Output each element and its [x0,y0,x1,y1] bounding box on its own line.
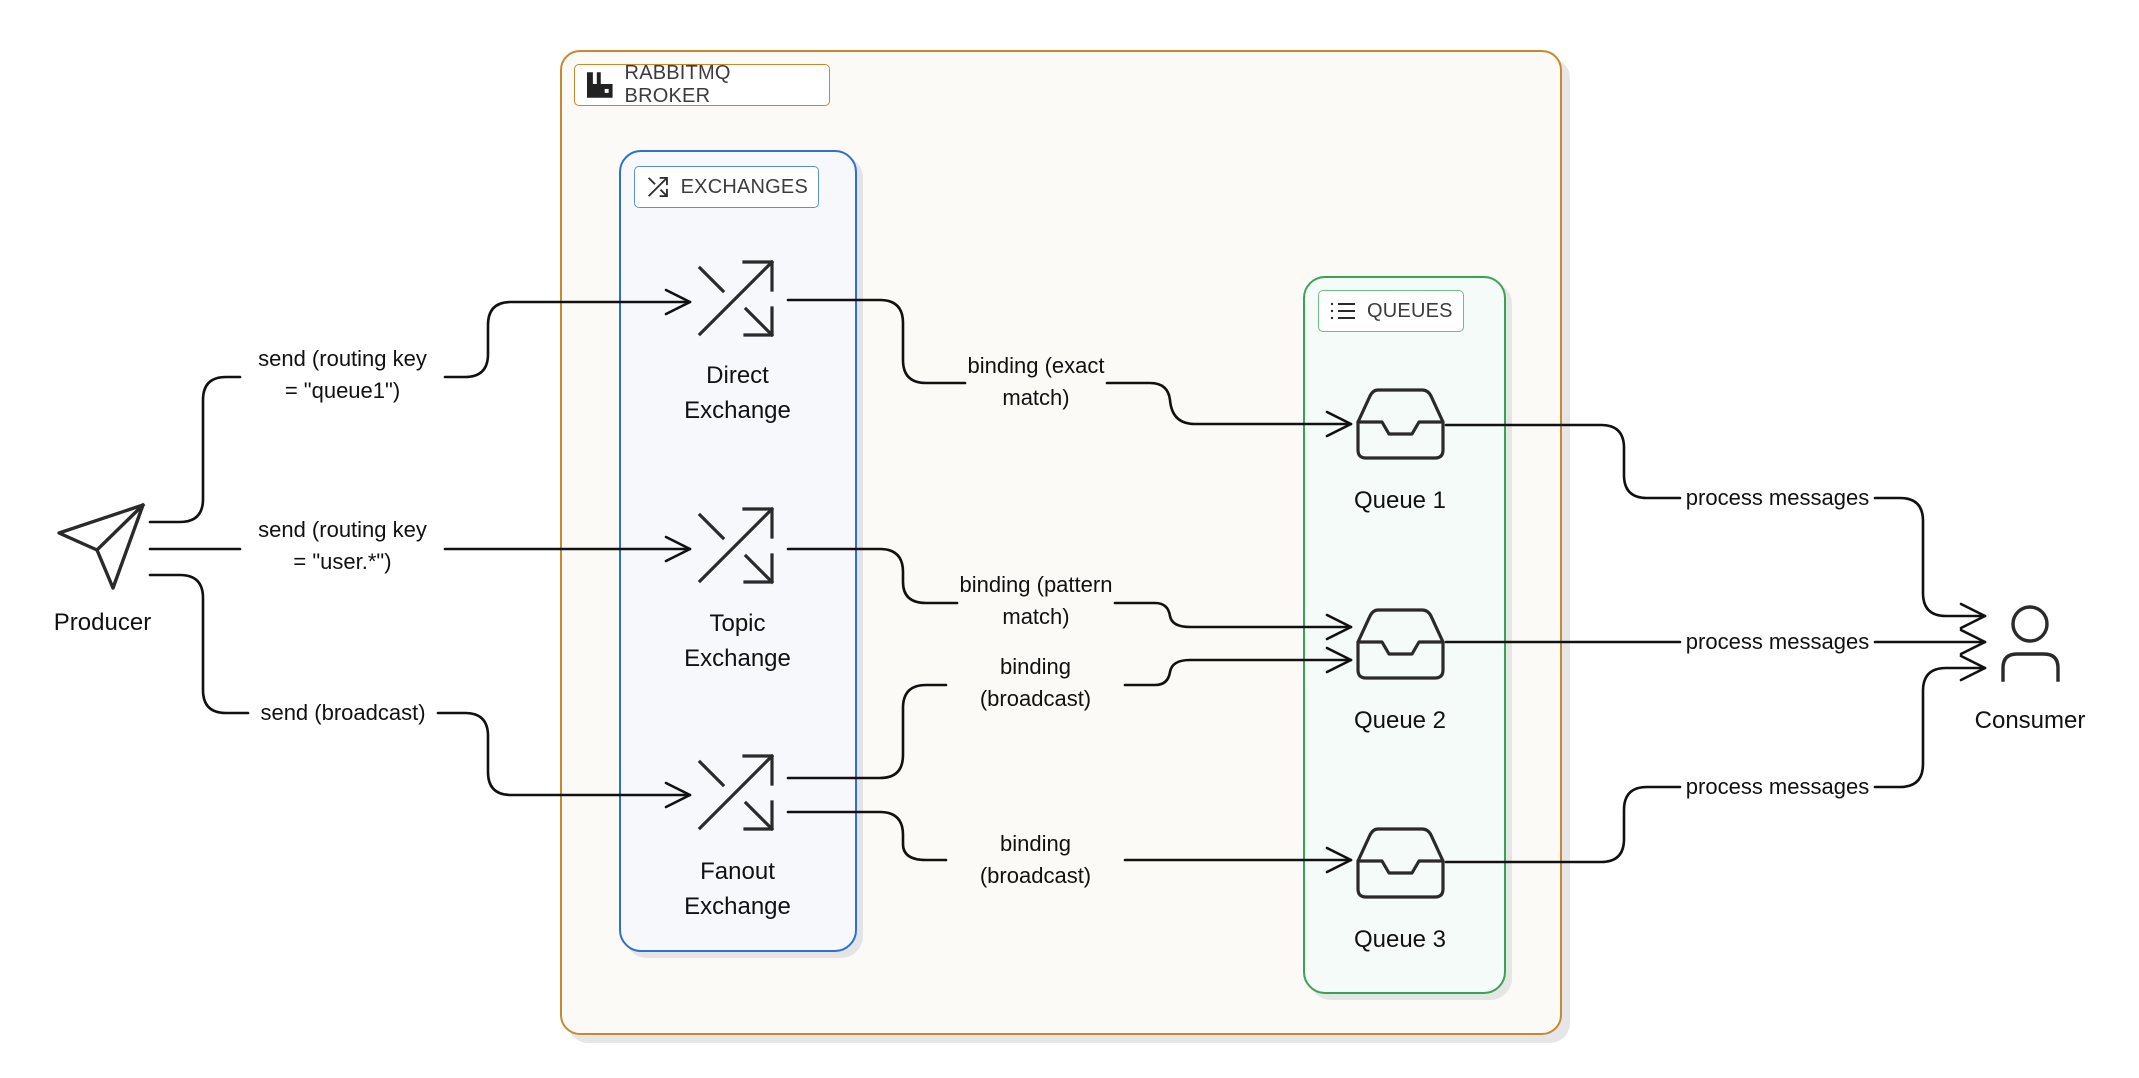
edge-label-line: process messages [1685,629,1870,654]
queue-3-label: Queue 3 [1353,926,1447,953]
fanout-exchange-shuffle-icon [697,753,775,832]
edge-label-bind-fanout-q2: binding (broadcast) [946,651,1125,715]
edge-label-line: send (broadcast) [260,700,426,725]
direct-exchange-label-line2: Exchange [684,397,791,424]
edge-label-send-topic: send (routing key = "user.*") [240,514,445,578]
consumer-label: Consumer [1974,707,2086,734]
arrowhead-bind-direct-q1 [1325,410,1353,438]
arrowhead-bind-fanout-q3 [1325,846,1353,874]
list-icon [1330,302,1355,320]
edge-bind-topic-q2[interactable] [786,547,1353,629]
consumer-node[interactable]: Consumer [1960,703,2100,738]
queue-1-label: Queue 1 [1353,487,1447,514]
edge-label-send-fanout: send (broadcast) [248,697,438,729]
edge-label-line: binding (exact [967,353,1105,378]
edge-label-line: binding (pattern [959,572,1113,597]
broker-title: RABBITMQ BROKER [624,62,731,107]
edge-label-consume-q3: process messages [1680,771,1875,803]
queues-title: QUEUES [1367,299,1453,322]
edge-label-bind-topic-q2: binding (pattern match) [957,569,1115,633]
arrowhead-send-fanout [664,781,692,809]
arrowhead-send-direct [664,288,692,316]
arrowhead-bind-topic-q2 [1325,613,1353,641]
edge-label-bind-fanout-q3: binding (broadcast) [946,828,1125,892]
fanout-exchange-label-line1: Fanout [700,858,775,885]
arrowhead-bind-fanout-q2 [1325,646,1353,674]
queue-2-inbox-icon [1356,608,1445,680]
exchanges-title: EXCHANGES [680,175,808,198]
queue-1-inbox-icon [1356,388,1445,460]
direct-exchange-shuffle-icon [697,259,775,338]
rabbitmq-icon [586,72,613,98]
fanout-exchange-node[interactable]: Fanout Exchange [660,854,815,924]
edge-label-line: (broadcast) [979,863,1092,888]
user-icon [2001,605,2060,682]
producer-node[interactable]: Producer [30,605,175,640]
queues-title-tag: QUEUES [1318,290,1464,332]
queue-3-inbox-icon [1356,827,1445,899]
edge-label-bind-direct-q1: binding (exact match) [965,350,1107,414]
broker-title-tag: RABBITMQ BROKER [574,62,830,107]
fanout-exchange-label-line2: Exchange [684,893,791,920]
topic-exchange-node[interactable]: Topic Exchange [660,606,815,676]
edge-label-consume-q2: process messages [1680,626,1875,658]
edge-label-line: = "queue1") [284,378,401,403]
topic-exchange-shuffle-icon [697,506,775,585]
arrowhead-consume-q3 [1959,654,1987,682]
edge-label-line: binding [1000,654,1071,679]
edge-label-line: send (routing key [258,346,427,371]
arrowhead-consume-q2 [1959,628,1987,656]
direct-exchange-node[interactable]: Direct Exchange [660,358,815,428]
queue-2-label: Queue 2 [1353,707,1447,734]
edge-label-line: process messages [1685,774,1870,799]
edge-send-fanout[interactable] [148,573,692,797]
edge-consume-q3[interactable] [1444,666,1987,864]
edge-send-direct[interactable] [148,300,692,524]
arrowhead-send-topic [664,535,692,563]
exchanges-title-tag: EXCHANGES [634,166,819,208]
edge-label-line: match) [1002,385,1070,410]
edge-label-line: binding [1000,831,1071,856]
edge-bind-fanout-q2[interactable] [786,658,1353,780]
send-icon [57,502,146,590]
edge-label-send-direct: send (routing key = "queue1") [240,343,445,407]
edge-label-line: (broadcast) [979,686,1092,711]
queue-3-node[interactable]: Queue 3 [1330,922,1470,957]
edge-consume-q1[interactable] [1444,423,1987,618]
topic-exchange-label-line1: Topic [709,610,766,637]
edge-bind-fanout-q3[interactable] [786,810,1353,862]
arrowhead-consume-q1 [1959,602,1987,630]
topic-exchange-label-line2: Exchange [684,645,791,672]
edge-label-line: = "user.*") [293,549,392,574]
queue-2-node[interactable]: Queue 2 [1330,703,1470,738]
edge-label-consume-q1: process messages [1680,482,1875,514]
exchanges-group [619,150,857,952]
edge-bind-direct-q1[interactable] [786,298,1353,426]
queue-1-node[interactable]: Queue 1 [1330,483,1470,518]
edge-label-line: send (routing key [258,517,427,542]
direct-exchange-label-line1: Direct [706,362,769,389]
producer-label: Producer [53,609,152,636]
edge-label-line: match) [1002,604,1070,629]
edge-label-line: process messages [1685,485,1870,510]
shuffle-icon [648,176,668,198]
